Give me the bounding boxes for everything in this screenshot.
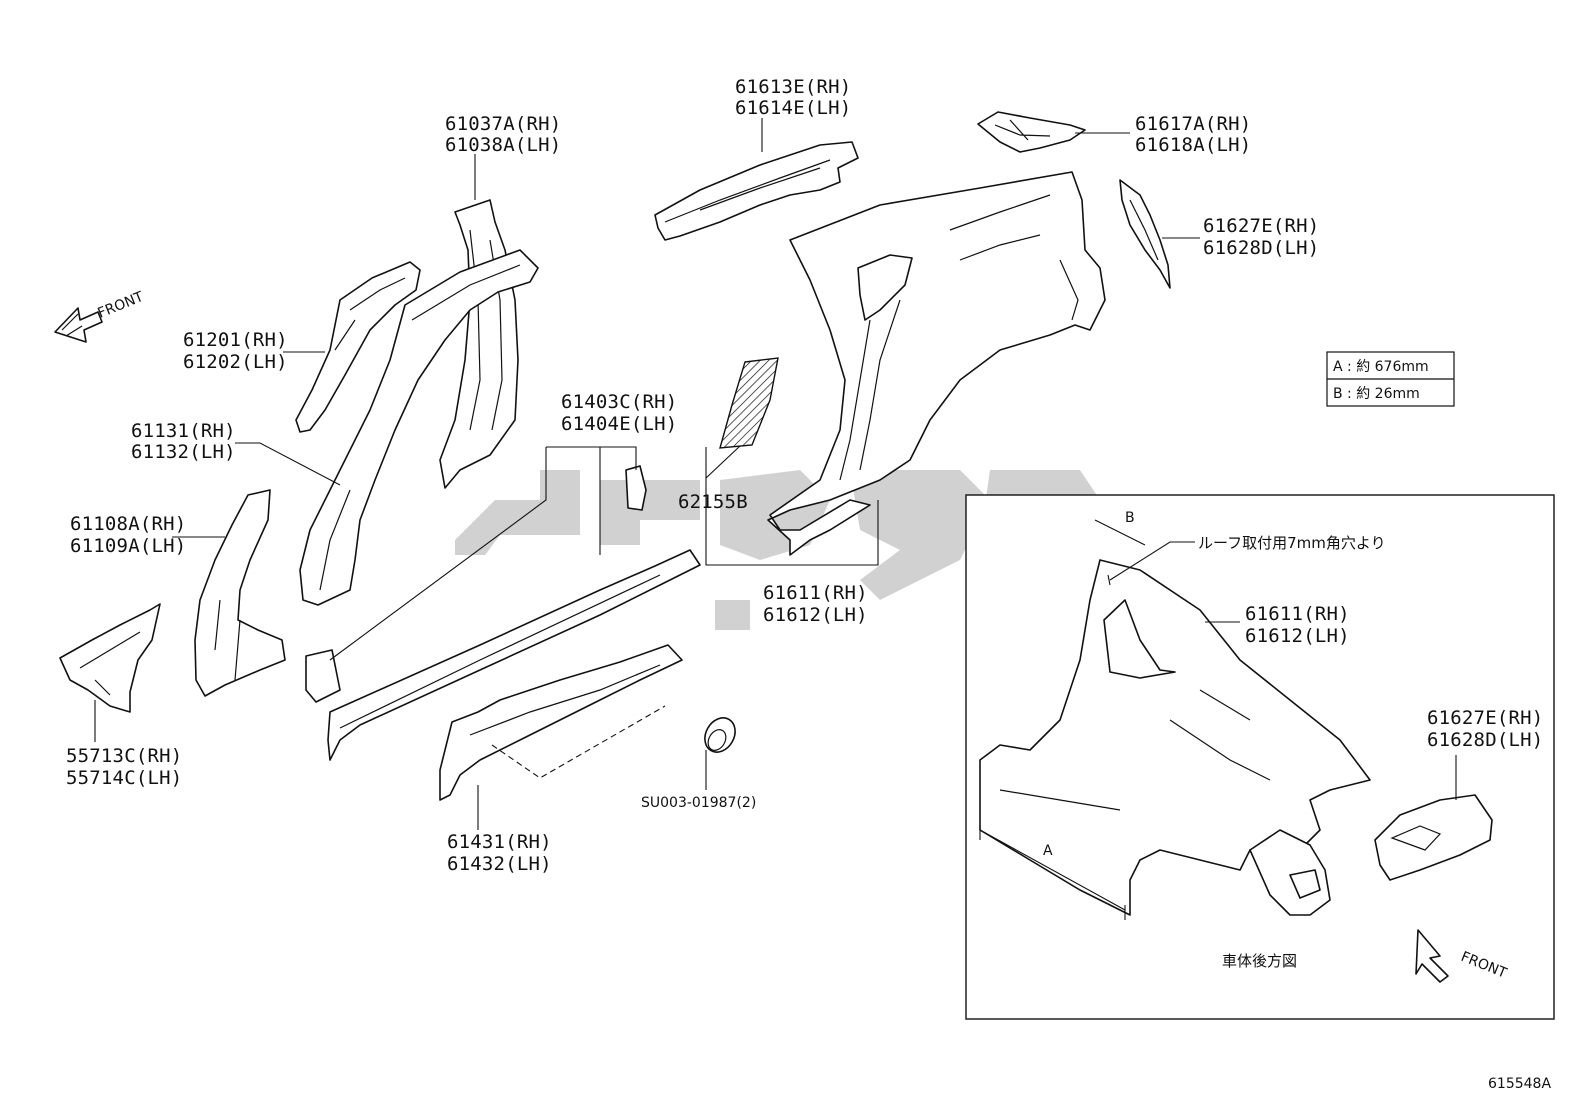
label-61627-lh: 61628D(LH) (1203, 237, 1319, 259)
part-62155-patch (719, 357, 779, 449)
part-61131-side-member (299, 249, 539, 606)
part-61617-bracket (977, 111, 1086, 153)
label-61613-rh: 61613E(RH) (735, 76, 851, 98)
detail-note: ルーフ取付用7mm角穴より (1198, 534, 1386, 552)
label-61613-lh: 61614E(LH) (735, 97, 851, 119)
part-61611-quarter-panel (767, 171, 1106, 556)
part-61108-pillar (194, 489, 286, 697)
label-62155: 62155B (678, 491, 748, 513)
detail-front-arrow-icon (1415, 929, 1449, 983)
label-61403-lh: 61404E(LH) (561, 413, 677, 435)
label-61131-lh: 61132(LH) (131, 441, 236, 463)
figure-code: 615548A (1488, 1076, 1551, 1092)
label-61201-lh: 61202(LH) (183, 351, 288, 373)
detail-label-61627-lh: 61628D(LH) (1427, 729, 1543, 751)
part-61431-extension (439, 644, 683, 801)
label-55713-lh: 55714C(LH) (66, 767, 182, 789)
label-61617-rh: 61617A(RH) (1135, 113, 1251, 135)
dimension-table: A : 約 676mm B : 約 26mm (1326, 351, 1455, 407)
dimension-b: B : 約 26mm (1333, 386, 1420, 402)
label-61037-lh: 61038A(LH) (445, 134, 561, 156)
detail-label-61611-lh: 61612(LH) (1245, 625, 1350, 647)
detail-b-marker: B (1125, 510, 1135, 526)
label-61037-rh: 61037A(RH) (445, 113, 561, 135)
label-61431-rh: 61431(RH) (447, 831, 552, 853)
front-arrow-icon (54, 307, 103, 343)
label-61611-lh: 61612(LH) (763, 604, 868, 626)
label-61627-rh: 61627E(RH) (1203, 215, 1319, 237)
detail-caption: 車体後方図 (1222, 952, 1297, 970)
detail-label-61627-rh: 61627E(RH) (1427, 707, 1543, 729)
part-su003-plug (704, 717, 736, 753)
part-61627-bracket (1119, 179, 1171, 289)
label-55713-rh: 55713C(RH) (66, 745, 182, 767)
label-61403-rh: 61403C(RH) (561, 391, 677, 413)
dimension-a: A : 約 676mm (1333, 359, 1429, 375)
detail-a-marker: A (1043, 843, 1053, 859)
label-61201-rh: 61201(RH) (183, 329, 288, 351)
label-61611-rh: 61611(RH) (763, 582, 868, 604)
part-61201-rail (295, 261, 421, 433)
detail-inset: A B ルーフ取付用7mm角穴より 61611(RH) 61612(LH) 61… (965, 494, 1555, 1020)
front-label: FRONT (96, 289, 147, 322)
label-su003: SU003-01987(2) (641, 795, 756, 811)
detail-label-61611-rh: 61611(RH) (1245, 603, 1350, 625)
part-61613-rail (654, 141, 859, 241)
label-61131-rh: 61131(RH) (131, 420, 236, 442)
label-61108-rh: 61108A(RH) (70, 513, 186, 535)
label-61108-lh: 61109A(LH) (70, 535, 186, 557)
part-61037-pillar (439, 199, 519, 489)
part-61403-rocker (305, 465, 701, 761)
label-61617-lh: 61618A(LH) (1135, 134, 1251, 156)
label-61431-lh: 61432(LH) (447, 853, 552, 875)
part-55713-bracket (59, 603, 161, 713)
